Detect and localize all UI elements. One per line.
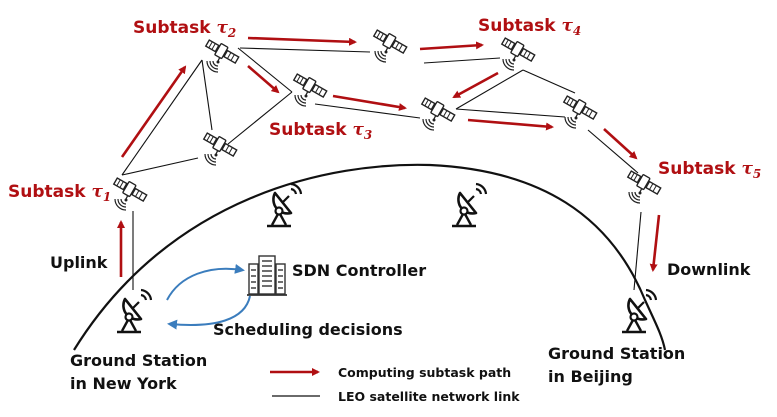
- network-link: [522, 69, 576, 94]
- satellite-icon: [371, 26, 409, 63]
- network-link: [121, 59, 203, 176]
- satellite-dish-icon: [450, 182, 488, 228]
- satellite-icon: [203, 36, 241, 73]
- satellite-icon: [561, 92, 599, 129]
- path-arrow-downlink: [649, 214, 661, 272]
- path-arrow-to-t5: [603, 128, 638, 160]
- path-arrow-to-t4: [419, 41, 484, 51]
- satellite-icon: [291, 70, 329, 107]
- subtask-label-3: Subtask τ3: [269, 120, 372, 142]
- control-arrow-to-station: [167, 295, 251, 330]
- satellite-dish-icon: [115, 288, 153, 334]
- server-building-icon: [247, 255, 287, 296]
- subtask-label-2: Subtask τ2: [133, 18, 236, 40]
- subtask-label-4: Subtask τ4: [478, 16, 581, 38]
- ground-stations: [115, 182, 658, 334]
- source-station-label: Ground Station in New York: [70, 351, 213, 393]
- network-link: [314, 103, 421, 119]
- earth-horizon-arc: [73, 163, 667, 351]
- legend-link-label: LEO satellite network link: [338, 389, 520, 404]
- downlink-label: Downlink: [667, 260, 751, 279]
- network-link: [587, 129, 639, 174]
- scheduling-decisions-label: Scheduling decisions: [213, 320, 403, 339]
- network-link: [227, 91, 293, 145]
- network-link: [455, 108, 566, 118]
- satellite-icon: [625, 167, 663, 204]
- sdn-controller-label: SDN Controller: [292, 261, 426, 280]
- path-arrow-t2-t3: [247, 65, 280, 94]
- satellites: [111, 26, 663, 211]
- satellite-icon: [201, 129, 239, 166]
- network-link: [201, 59, 213, 131]
- satellite-icon: [111, 174, 149, 211]
- satellite-icon: [419, 94, 457, 131]
- path-arrow-mid-right: [467, 118, 554, 131]
- network-link: [121, 157, 199, 176]
- network-links: [121, 47, 642, 291]
- path-arrow-t1-t2: [120, 65, 187, 158]
- legend-path-label: Computing subtask path: [338, 365, 511, 380]
- path-arrow-t3-mid: [332, 94, 407, 111]
- path-arrow-t2-right: [247, 36, 357, 46]
- destination-station-label: Ground Station in Beijing: [548, 344, 691, 386]
- uplink-label: Uplink: [50, 253, 108, 272]
- control-arrow-to-controller: [166, 263, 245, 301]
- network-link: [239, 47, 371, 53]
- subtask-label-1: Subtask τ1: [8, 182, 111, 204]
- network-link: [633, 211, 642, 291]
- path-arrow-t4-back: [452, 71, 499, 99]
- network-link: [237, 47, 293, 93]
- computing-path-arrows: [117, 36, 661, 277]
- network-link: [423, 57, 501, 64]
- legend: Computing subtask path LEO satellite net…: [270, 365, 520, 404]
- satellite-icon: [499, 34, 537, 71]
- subtask-label-5: Subtask τ5: [658, 159, 761, 181]
- network-link: [455, 69, 524, 110]
